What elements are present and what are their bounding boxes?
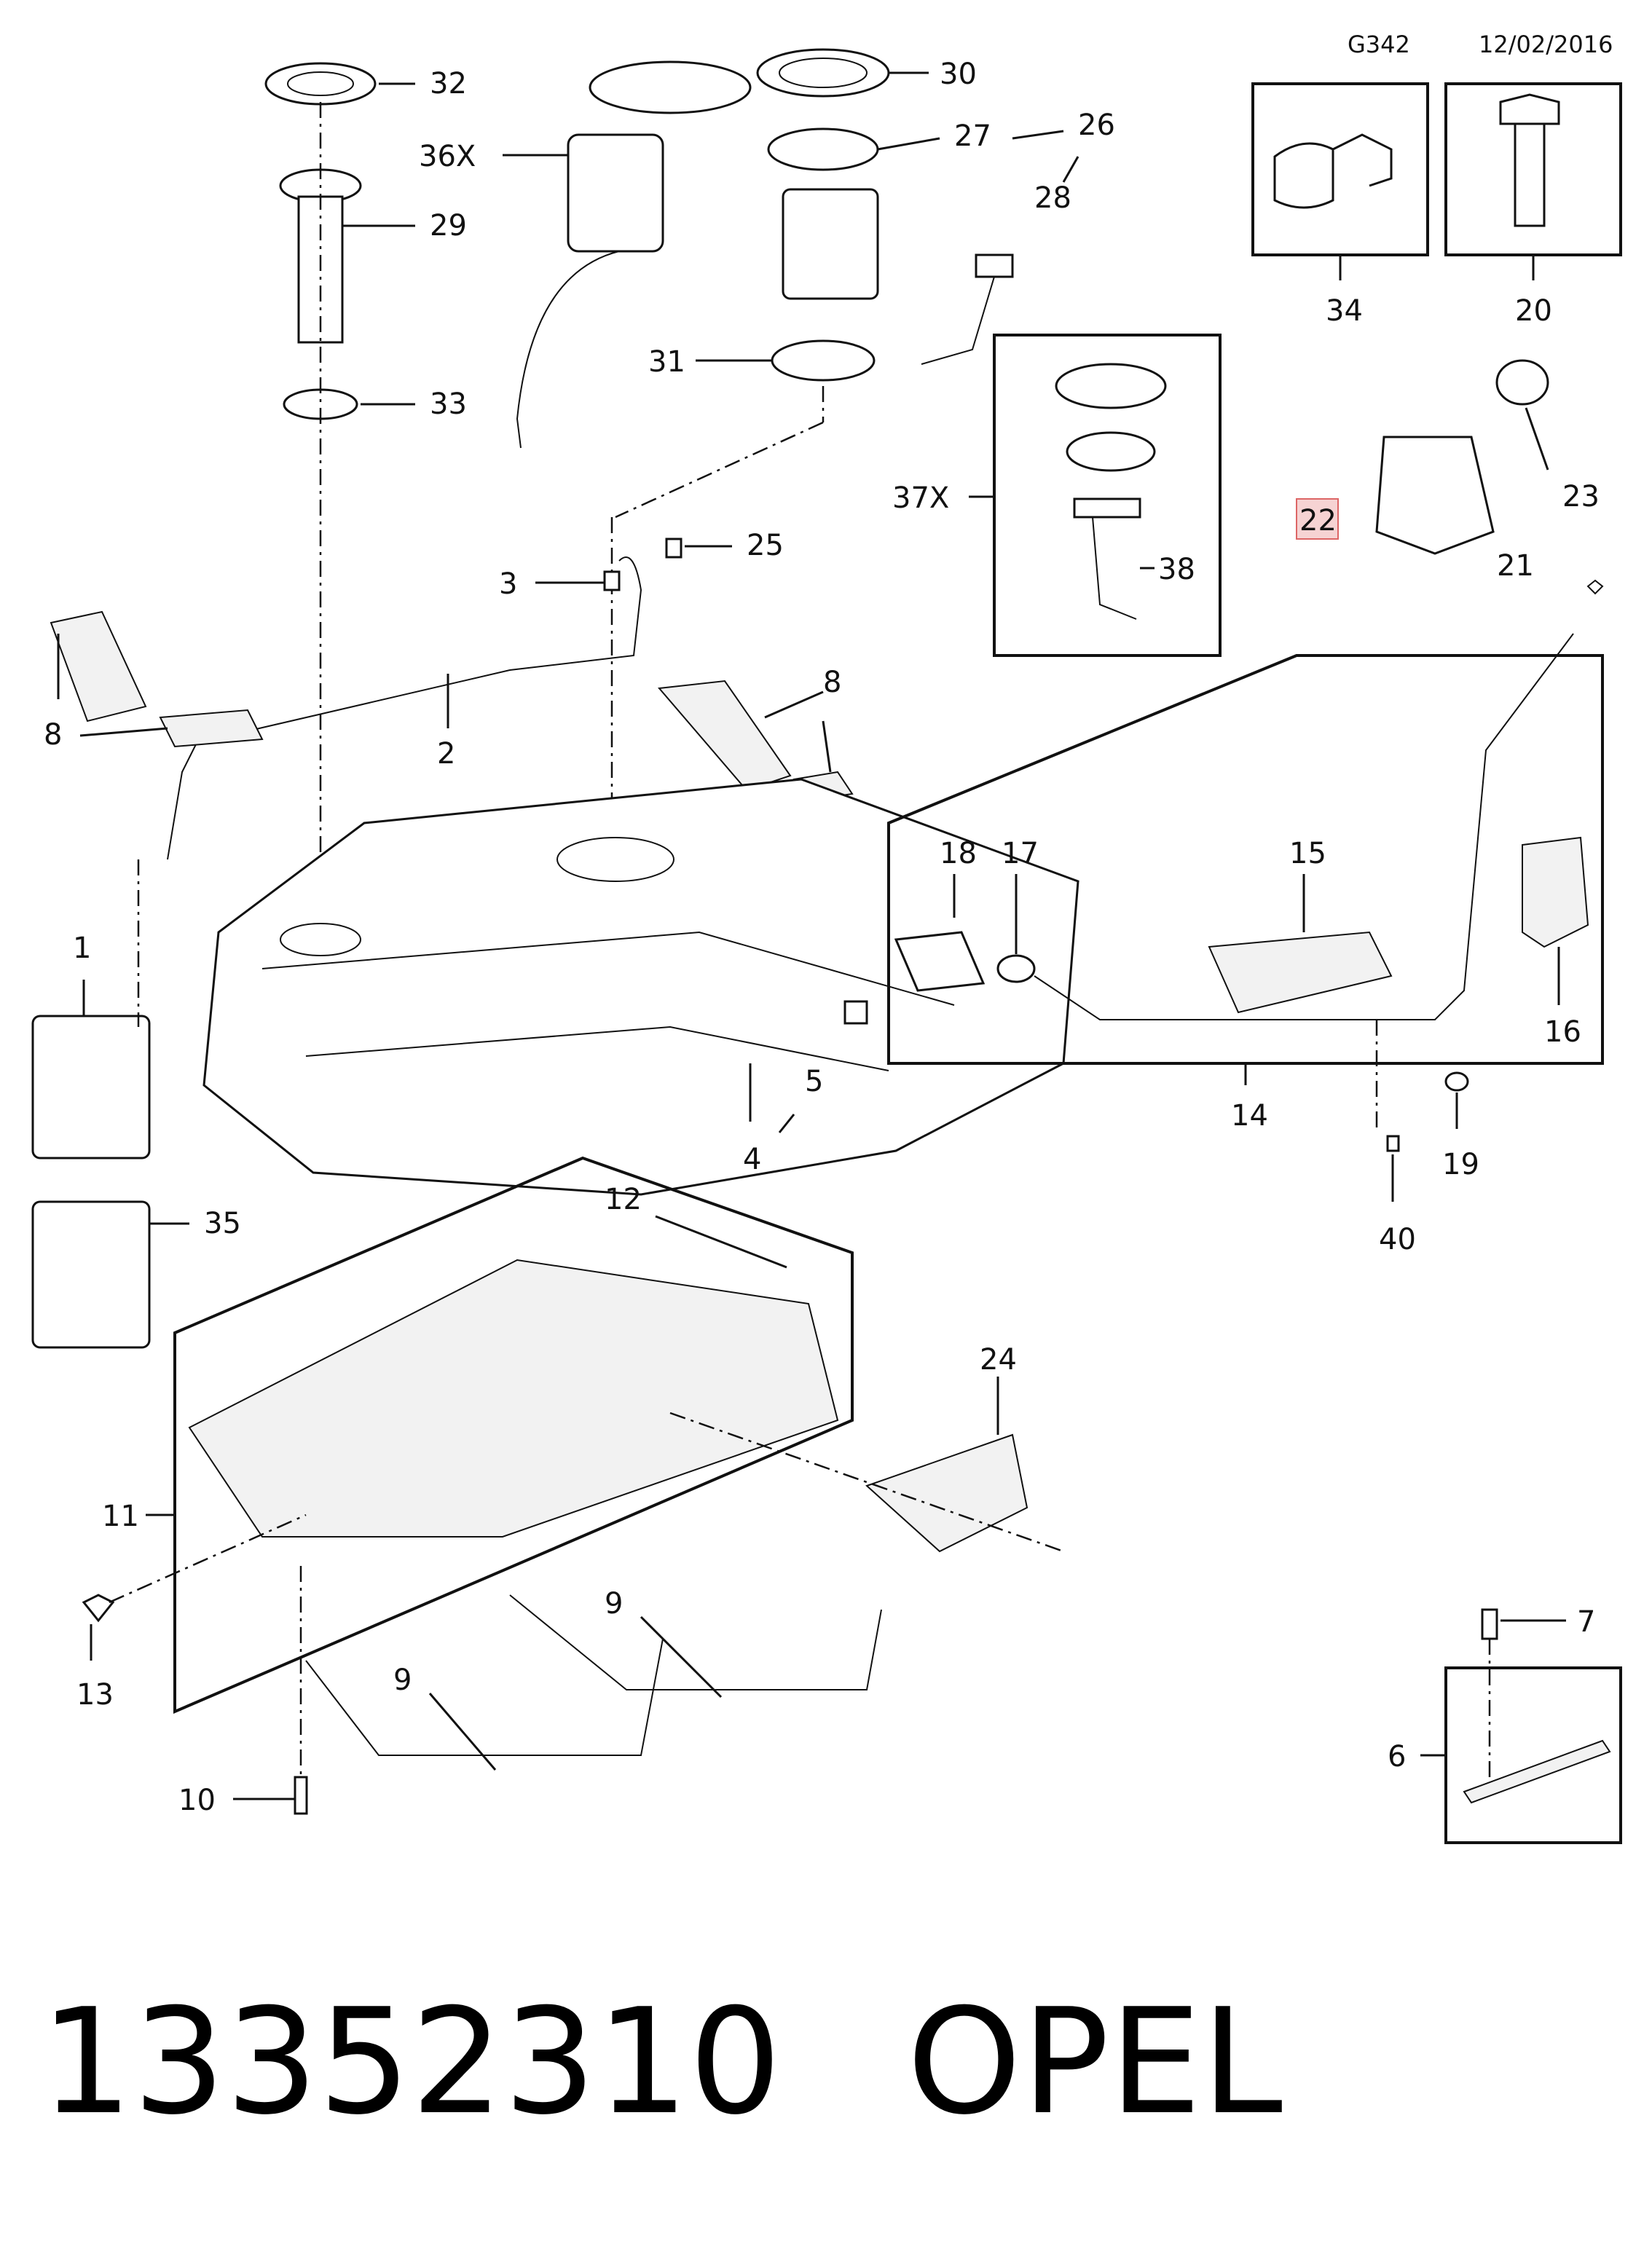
brand-name: OPEL <box>907 1977 1283 2147</box>
heat-shield-24 <box>865 1433 1028 1553</box>
callout-5: 5 <box>805 1065 823 1098</box>
pump-flange-36x <box>589 60 752 114</box>
bolt-shank-icon <box>1514 122 1546 227</box>
sender-module-27 <box>782 188 879 300</box>
fuel-line-2 <box>167 556 642 860</box>
callout-38: 38 <box>1158 553 1195 586</box>
callout-29: 29 <box>430 209 467 243</box>
callout-17: 17 <box>1002 837 1039 870</box>
callout-40: 40 <box>1379 1223 1416 1256</box>
nut-40 <box>1386 1135 1400 1152</box>
fuel-cap-23 <box>1495 359 1549 406</box>
level-sensor-28 <box>975 253 1014 278</box>
callout-35: 35 <box>204 1207 241 1240</box>
callout-19: 19 <box>1442 1148 1479 1181</box>
callout-9-left: 9 <box>393 1664 412 1697</box>
diagram-date: 12/02/2016 <box>1479 31 1613 58</box>
lock-ring-30 <box>756 48 890 98</box>
callout-15: 15 <box>1289 837 1326 870</box>
callout-31: 31 <box>648 345 685 379</box>
heat-shield-8-right <box>658 680 792 792</box>
callout-36x: 36X <box>419 140 476 173</box>
fuel-pump-36x <box>567 133 664 253</box>
callout-18: 18 <box>940 837 977 870</box>
heat-shield-15 <box>1208 931 1393 1014</box>
callout-25: 25 <box>747 529 784 562</box>
callout-3: 3 <box>499 567 517 601</box>
bracket-16 <box>1522 836 1589 948</box>
callout-13: 13 <box>76 1678 114 1712</box>
filler-pipe <box>1034 633 1574 1020</box>
callout-8-left: 8 <box>44 718 62 752</box>
kit-sensor-arm <box>1092 516 1137 620</box>
heat-shield-8-left-b <box>159 709 264 748</box>
callout-22-highlight <box>1296 498 1339 540</box>
seal-ring-31 <box>771 339 876 382</box>
callout-22: 22 <box>1299 504 1337 538</box>
level-sensor-arm <box>921 276 995 365</box>
bolt-head-icon <box>1499 93 1560 125</box>
callout-24: 24 <box>980 1343 1017 1377</box>
callout-1: 1 <box>73 932 91 965</box>
callout-6: 6 <box>1388 1740 1406 1773</box>
clip-icon <box>1273 142 1334 209</box>
screw-21 <box>1586 579 1604 595</box>
hose-18 <box>894 931 986 992</box>
callout-37x: 37X <box>892 481 949 515</box>
clip-tab-icon <box>1332 133 1393 187</box>
kit-sensor-38 <box>1073 497 1141 519</box>
callout-10: 10 <box>178 1784 216 1817</box>
callout-23: 23 <box>1562 480 1600 513</box>
kit-ring-large <box>1055 363 1167 409</box>
callout-2: 2 <box>437 737 455 771</box>
callout-8-right: 8 <box>823 666 841 699</box>
pump-harness <box>516 251 620 449</box>
lock-ring-32 <box>264 62 377 106</box>
callout-14: 14 <box>1231 1099 1268 1133</box>
callout-27: 27 <box>954 119 991 153</box>
callout-16: 16 <box>1544 1015 1581 1049</box>
heat-shield-8-left <box>50 610 147 723</box>
screw-7 <box>1481 1608 1498 1640</box>
canister-1 <box>31 1015 151 1160</box>
callout-32: 32 <box>430 67 467 101</box>
bolt-10 <box>294 1776 308 1815</box>
valve-5 <box>843 1000 868 1025</box>
kit-ring-small <box>1066 431 1156 472</box>
callout-11: 11 <box>102 1500 139 1533</box>
underbody-shield-box-11 <box>173 1156 854 1715</box>
callout-30: 30 <box>940 58 977 91</box>
callout-21: 21 <box>1497 549 1534 583</box>
strap-9-left <box>305 1638 664 1756</box>
callout-7: 7 <box>1577 1605 1595 1639</box>
callout-33: 33 <box>430 387 467 421</box>
callout-9-right: 9 <box>605 1587 623 1621</box>
screw-13 <box>82 1594 115 1623</box>
callout-26: 26 <box>1078 109 1115 142</box>
filler-pipe-box-14 <box>887 654 1604 1065</box>
callout-34: 34 <box>1326 294 1363 328</box>
diagram-code: G342 <box>1348 31 1410 58</box>
clamp-17 <box>996 954 1036 983</box>
filler-housing-22 <box>1375 436 1495 555</box>
grommet-19 <box>1444 1071 1469 1092</box>
clip-25 <box>665 538 683 559</box>
part-number: 13352310 <box>40 1977 782 2147</box>
strap-9-right <box>509 1594 882 1690</box>
connector-3 <box>603 570 621 591</box>
fuel-tank-4 <box>202 778 1079 1196</box>
seal-kit-box-37x <box>993 334 1222 657</box>
underbody-shield <box>188 1259 839 1538</box>
sender-flange-27 <box>767 127 879 171</box>
canister-35 <box>31 1200 151 1349</box>
bracket-plate <box>1463 1739 1611 1804</box>
callout-20: 20 <box>1515 294 1552 328</box>
callout-4: 4 <box>743 1143 761 1176</box>
callout-28: 28 <box>1034 181 1071 215</box>
callout-12: 12 <box>605 1183 642 1216</box>
